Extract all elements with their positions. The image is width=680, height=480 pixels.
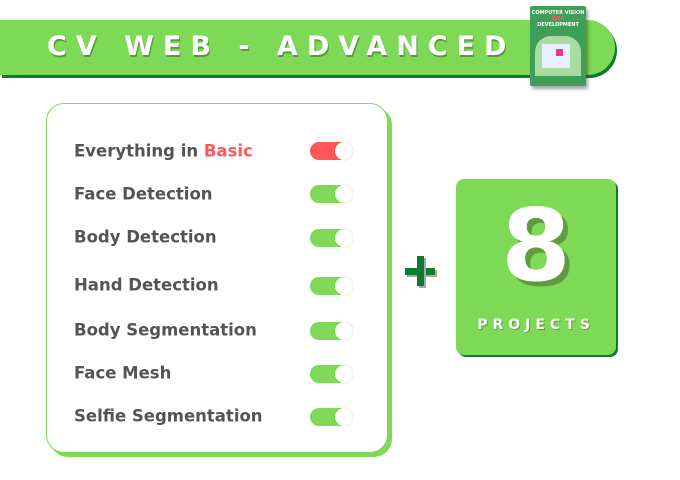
- feature-label: Face Detection: [74, 184, 213, 204]
- feature-toggle[interactable]: [310, 277, 353, 295]
- toggle-knob: [335, 277, 353, 295]
- toggle-knob: [335, 185, 353, 203]
- feature-highlight: Basic: [203, 141, 253, 161]
- plus-icon: [405, 256, 435, 286]
- illustration-accent: [556, 49, 563, 56]
- feature-label: Body Segmentation: [74, 320, 257, 340]
- feature-toggle[interactable]: [310, 185, 353, 203]
- page-title: CV WEB - ADVANCED: [47, 31, 516, 62]
- feature-toggle[interactable]: [310, 229, 353, 247]
- toggle-knob: [335, 322, 353, 340]
- projects-count: 8: [501, 187, 571, 304]
- feature-toggle[interactable]: [310, 322, 353, 340]
- projects-label: PROJECTS: [477, 317, 595, 333]
- feature-label: Body Detection: [74, 227, 217, 247]
- illustration-screen: [542, 44, 570, 68]
- feature-toggle[interactable]: [310, 365, 353, 383]
- product-line1: COMPUTER VISION: [531, 10, 585, 16]
- product-line2: WEB: [551, 16, 565, 22]
- toggle-knob: [335, 365, 353, 383]
- projects-box: 8 PROJECTS: [456, 179, 616, 355]
- feature-label: Hand Detection: [74, 275, 219, 295]
- toggle-knob: [335, 229, 353, 247]
- feature-label: Face Mesh: [74, 363, 172, 383]
- title-banner: [0, 20, 615, 75]
- feature-toggle[interactable]: [310, 408, 353, 426]
- toggle-knob: [335, 408, 353, 426]
- toggle-knob: [335, 142, 353, 160]
- feature-label: Everything in Basic: [74, 141, 253, 161]
- feature-toggle[interactable]: [310, 142, 353, 160]
- product-line3: DEVELOPMENT: [537, 22, 579, 28]
- feature-label: Selfie Segmentation: [74, 406, 263, 426]
